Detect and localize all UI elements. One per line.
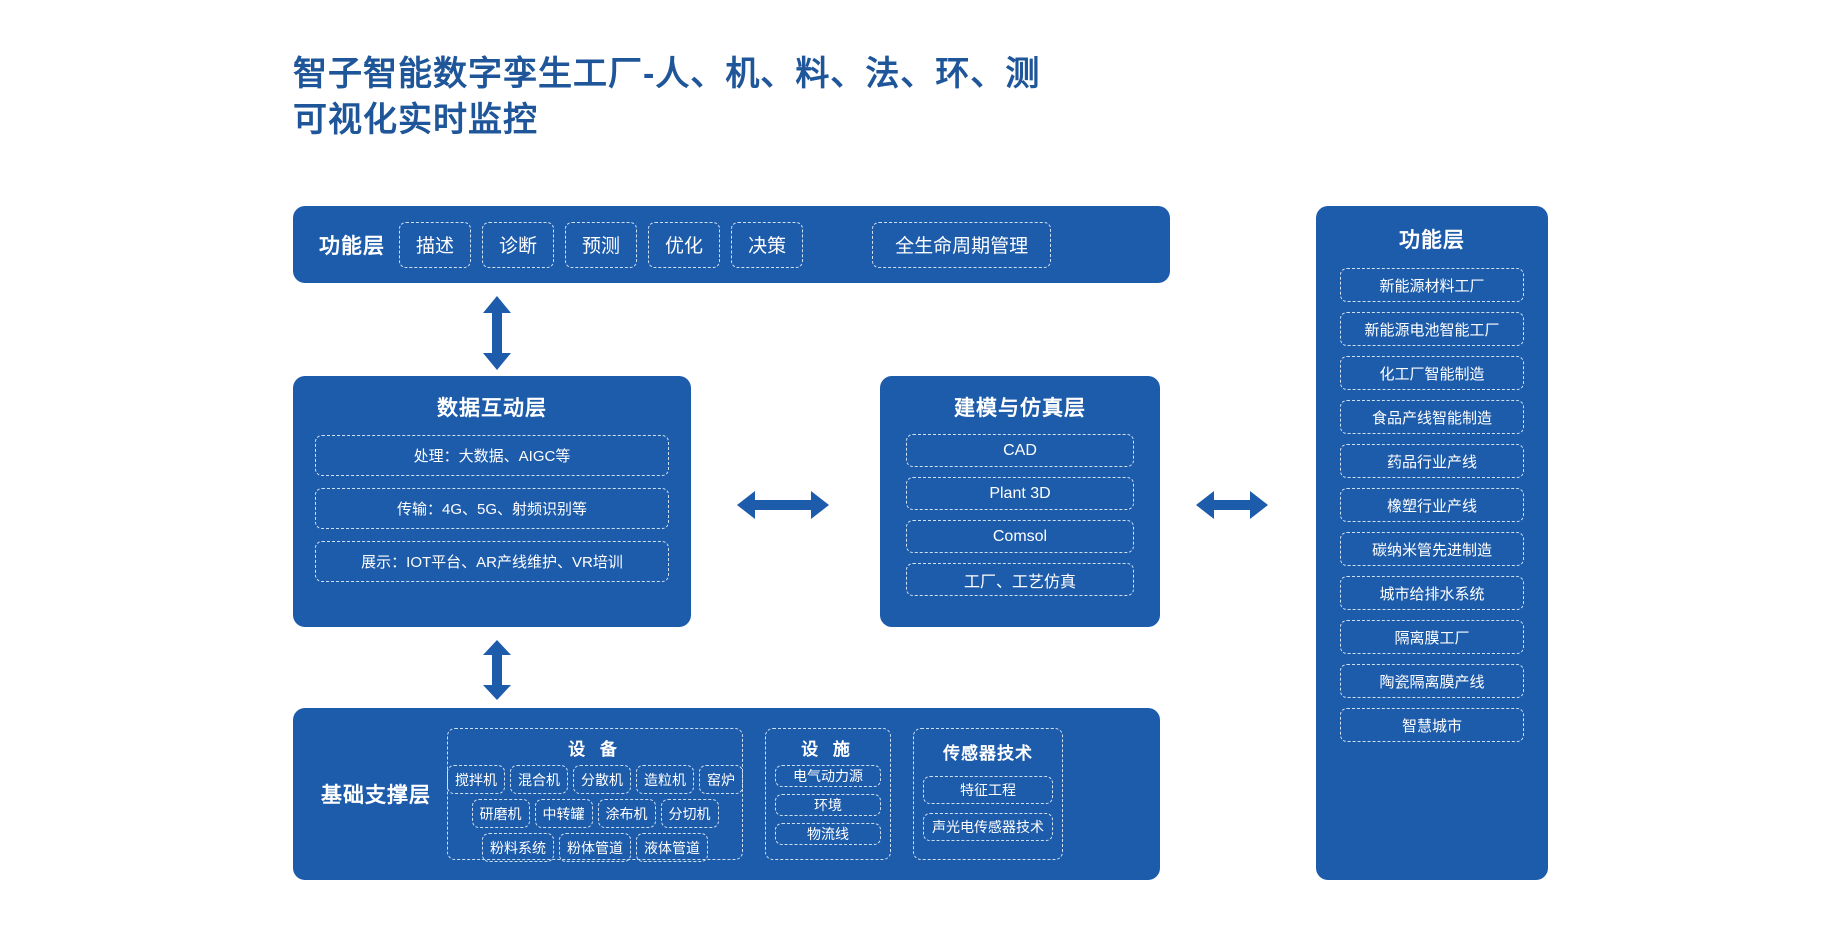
application-item-pharmaceutical-production-line[interactable]: 药品行业产线	[1340, 444, 1524, 478]
functional-item-lifecycle-management[interactable]: 全生命周期管理	[872, 221, 1052, 268]
equipment-item-slitter[interactable]: 分切机	[660, 799, 719, 828]
equipment-item-grinder[interactable]: 研磨机	[471, 799, 530, 828]
equipment-item-powder-system[interactable]: 粉料系统	[482, 833, 554, 862]
equipment-item-kiln[interactable]: 窑炉	[699, 765, 743, 794]
sensor-item-feature-engineering[interactable]: 特征工程	[923, 776, 1053, 804]
equipment-item-disperser[interactable]: 分散机	[573, 765, 631, 794]
sensor-group-title: 传感器技术	[943, 744, 1033, 763]
equipment-item-coater[interactable]: 涂布机	[597, 799, 656, 828]
facilities-item-environment[interactable]: 环境	[775, 794, 881, 816]
functional-layer-label: 功能层	[319, 234, 385, 258]
base-support-layer-panel: 基础支撑层 设 备 搅拌机 混合机 分散机 造粒机 窑炉 研磨机 中转罐 涂布机…	[293, 708, 1160, 880]
sensor-item-acousto-optic-electric-sensor[interactable]: 声光电传感器技术	[923, 813, 1053, 841]
equipment-item-blender[interactable]: 混合机	[510, 765, 568, 794]
application-item-ceramic-separator-production-line[interactable]: 陶瓷隔离膜产线	[1340, 664, 1524, 698]
arrow-data-to-simulation	[737, 488, 829, 522]
equipment-item-mixer[interactable]: 搅拌机	[447, 765, 505, 794]
application-item-carbon-nanotube-advanced-manufacturing[interactable]: 碳纳米管先进制造	[1340, 532, 1524, 566]
arrow-data-to-base	[480, 640, 514, 700]
functional-item-optimize[interactable]: 优化	[648, 221, 721, 268]
arrow-simulation-to-application	[1196, 488, 1268, 522]
facilities-group-title: 设 施	[801, 740, 855, 759]
simulation-layer-title: 建模与仿真层	[954, 397, 1086, 420]
arrow-functional-to-data	[480, 296, 514, 370]
application-panel-title: 功能层	[1399, 229, 1465, 252]
data-layer-item-processing[interactable]: 处理：大数据、AIGC等	[315, 435, 669, 476]
equipment-item-transfer-tank[interactable]: 中转罐	[534, 799, 593, 828]
application-item-food-line-smart-manufacturing[interactable]: 食品产线智能制造	[1340, 400, 1524, 434]
functional-layer-bar: 功能层 描述 诊断 预测 优化 决策 全生命周期管理	[293, 206, 1170, 283]
application-item-new-energy-battery-smart-factory[interactable]: 新能源电池智能工厂	[1340, 312, 1524, 346]
functional-item-diagnose[interactable]: 诊断	[482, 221, 555, 268]
facilities-item-logistics-line[interactable]: 物流线	[775, 823, 881, 845]
functional-item-describe[interactable]: 描述	[399, 221, 472, 268]
simulation-item-cad[interactable]: CAD	[906, 434, 1134, 467]
equipment-item-powder-pipeline[interactable]: 粉体管道	[559, 833, 631, 862]
simulation-layer-panel: 建模与仿真层 CAD Plant 3D Comsol 工厂、工艺仿真	[880, 376, 1160, 627]
sensor-technology-group: 传感器技术 特征工程 声光电传感器技术	[913, 728, 1063, 860]
data-layer-item-transmission[interactable]: 传输：4G、5G、射频识别等	[315, 488, 669, 529]
application-item-urban-water-supply-drainage-system[interactable]: 城市给排水系统	[1340, 576, 1524, 610]
simulation-item-factory-process-simulation[interactable]: 工厂、工艺仿真	[906, 563, 1134, 596]
application-item-chemical-plant-smart-manufacturing[interactable]: 化工厂智能制造	[1340, 356, 1524, 390]
simulation-item-comsol[interactable]: Comsol	[906, 520, 1134, 553]
functional-item-predict[interactable]: 预测	[565, 221, 638, 268]
simulation-item-plant-3d[interactable]: Plant 3D	[906, 477, 1134, 510]
application-item-smart-city[interactable]: 智慧城市	[1340, 708, 1524, 742]
equipment-row-3: 粉料系统 粉体管道 液体管道	[482, 833, 708, 862]
equipment-row-2: 研磨机 中转罐 涂布机 分切机	[471, 799, 719, 828]
facilities-item-electric-power-source[interactable]: 电气动力源	[775, 765, 881, 787]
equipment-group: 设 备 搅拌机 混合机 分散机 造粒机 窑炉 研磨机 中转罐 涂布机 分切机 粉…	[447, 728, 743, 862]
application-layer-panel: 功能层 新能源材料工厂 新能源电池智能工厂 化工厂智能制造 食品产线智能制造 药…	[1316, 206, 1548, 880]
base-layer-label: 基础支撑层	[321, 784, 431, 807]
equipment-item-granulator[interactable]: 造粒机	[636, 765, 694, 794]
facilities-group: 设 施 电气动力源 环境 物流线	[765, 728, 891, 860]
application-item-new-energy-material-factory[interactable]: 新能源材料工厂	[1340, 268, 1524, 302]
application-item-separator-membrane-factory[interactable]: 隔离膜工厂	[1340, 620, 1524, 654]
data-interaction-layer-panel: 数据互动层 处理：大数据、AIGC等 传输：4G、5G、射频识别等 展示：IOT…	[293, 376, 691, 627]
data-layer-title: 数据互动层	[437, 397, 547, 420]
equipment-item-liquid-pipeline[interactable]: 液体管道	[636, 833, 708, 862]
data-layer-item-presentation[interactable]: 展示：IOT平台、AR产线维护、VR培训	[315, 541, 669, 582]
functional-item-decide[interactable]: 决策	[731, 221, 804, 268]
application-item-rubber-plastic-production-line[interactable]: 橡塑行业产线	[1340, 488, 1524, 522]
equipment-group-title: 设 备	[568, 740, 622, 759]
equipment-row-1: 搅拌机 混合机 分散机 造粒机 窑炉	[447, 765, 743, 794]
page-title: 智子智能数字孪生工厂-人、机、料、法、环、测 可视化实时监控	[293, 55, 1041, 139]
